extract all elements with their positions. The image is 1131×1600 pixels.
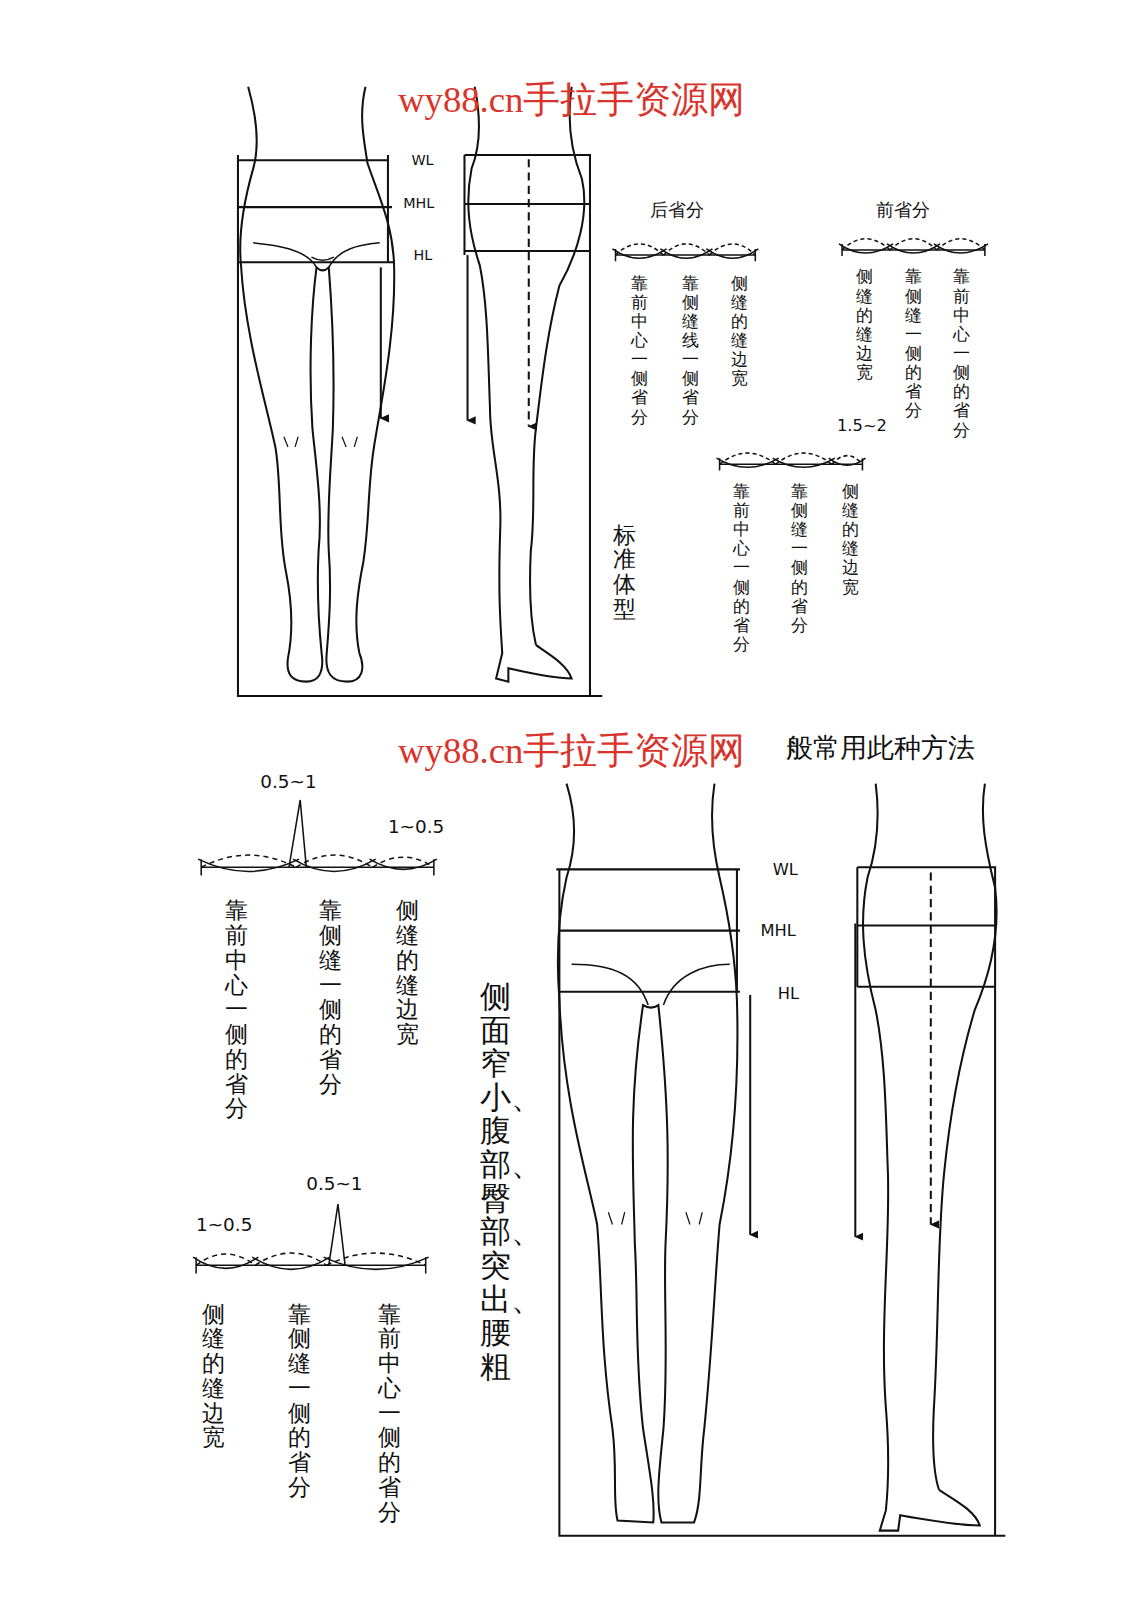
- dart-label: 靠侧缝线一侧省分: [682, 274, 699, 427]
- line-label: WL: [773, 861, 798, 879]
- line-label: MHL: [403, 196, 434, 212]
- dart-label: 靠侧缝一侧的省分: [319, 898, 342, 1096]
- line-label: MHL: [761, 922, 796, 940]
- dart-label: 靠前中心一侧省分: [631, 274, 648, 427]
- body-type-note: 侧面窄小、腹部、臀部、突出、腰粗: [480, 980, 511, 1384]
- dart-label: 靠前中心一侧的省分: [378, 1302, 401, 1525]
- dart-arc-group: [193, 1204, 429, 1273]
- watermark: wy88.cn手拉手资源网: [398, 731, 745, 771]
- body-type-note: 标准体型: [613, 523, 636, 622]
- dart-arc-group: [717, 453, 866, 470]
- group-heading: 前省分: [876, 200, 930, 220]
- dimension: 1~0.5: [196, 1215, 252, 1235]
- line-label: HL: [413, 248, 432, 264]
- dart-arc-group: [198, 800, 437, 876]
- watermark: wy88.cn手拉手资源网: [398, 80, 745, 120]
- dimension: 1.5~2: [837, 417, 887, 435]
- dart-label: 侧缝的缝边宽: [731, 274, 748, 389]
- dart-label: 侧缝的缝边宽: [842, 482, 859, 597]
- dart-label: 靠前中心一侧的省分: [225, 898, 248, 1121]
- front-figure-standard: [238, 87, 602, 696]
- dimension: 0.5~1: [306, 1174, 362, 1194]
- line-label: WL: [411, 153, 433, 169]
- side-figure-standard: [464, 87, 590, 696]
- dart-label: 靠侧缝一侧的省分: [288, 1302, 311, 1500]
- line-label: HL: [778, 985, 799, 1003]
- side-figure-full: [855, 784, 996, 1536]
- dart-arc-group: [839, 239, 988, 256]
- dart-label: 靠前中心一侧的省分: [952, 267, 969, 439]
- dart-label: 侧缝的缝边宽: [202, 1302, 225, 1451]
- dart-label: 侧缝的缝边宽: [396, 898, 419, 1047]
- dart-label: 靠侧缝一侧的省分: [791, 482, 808, 635]
- method-note: 般常用此种方法: [786, 733, 975, 762]
- group-heading: 后省分: [650, 200, 704, 220]
- dimension: 0.5~1: [260, 772, 316, 792]
- front-figure-full: [556, 784, 1005, 1536]
- dart-arc-group: [612, 244, 758, 261]
- dart-label: 靠侧缝一侧的省分: [904, 267, 921, 420]
- dimension: 1~0.5: [388, 817, 444, 837]
- dart-label: 侧缝的缝边宽: [855, 267, 872, 382]
- dart-label: 靠前中心一侧的省分: [733, 482, 750, 654]
